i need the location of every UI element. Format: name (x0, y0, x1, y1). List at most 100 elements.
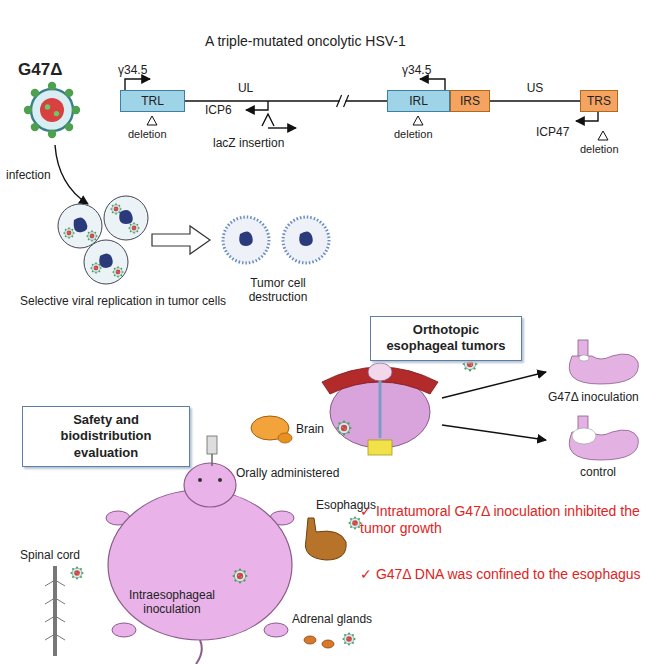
adrenal-glands (304, 636, 334, 648)
deletion-triangle (598, 131, 608, 140)
virus-icon (336, 420, 351, 435)
label: G47Δ (18, 60, 62, 80)
node-text: Safety and biodistribution evaluation (61, 412, 152, 460)
infection-arrow (55, 145, 88, 204)
destroyed-cells (299, 231, 313, 246)
branch-arrows (442, 425, 546, 440)
label: deletion (394, 128, 433, 141)
tumor-cells (128, 222, 139, 233)
label: Orally administered (236, 466, 339, 480)
tumor-cells (104, 196, 148, 240)
virus-icon (342, 632, 355, 645)
region-label: UL (238, 81, 253, 95)
genome-segment: TRL (120, 90, 185, 112)
label: infection (6, 168, 51, 182)
deletion-triangle (413, 116, 423, 125)
branch-arrows (442, 372, 546, 398)
label: ICP47 (536, 125, 569, 139)
destroyed-cells (239, 231, 253, 246)
mouse-body (218, 478, 222, 482)
node-text: TRS (587, 94, 611, 108)
gene-arrows (125, 79, 150, 90)
gene-arrows (268, 127, 296, 128)
spinal-cord (45, 566, 65, 656)
orthotopic-mouse (368, 440, 392, 455)
virus-icon (336, 420, 351, 435)
esophagus-icon (305, 518, 346, 560)
tumor-cells (84, 240, 128, 284)
mouse-body (264, 623, 288, 637)
node-text: IRL (409, 94, 428, 108)
label: ICP6 (205, 103, 232, 117)
tumor-cells (99, 253, 113, 268)
finding-text: ✓ Intratumoral G47Δ inoculation inhibite… (360, 503, 650, 537)
tumor-cells (110, 203, 121, 214)
gene-arrows (576, 112, 598, 121)
virus-icon (348, 516, 361, 529)
tumor-cells (112, 266, 123, 277)
genome-segment: IRS (450, 90, 490, 112)
virus-icon (24, 82, 80, 138)
virus-icon (70, 566, 83, 579)
label: γ34.5 (402, 63, 431, 77)
mouse-body (196, 640, 202, 664)
tumor-cells (119, 210, 133, 224)
tumor-cells (58, 196, 148, 284)
genome-segment: TRS (580, 90, 618, 112)
stomach-control (569, 416, 638, 460)
gene-arrows (246, 101, 268, 110)
mouse-body (184, 463, 236, 507)
brain-icon (278, 433, 292, 443)
mouse-body (198, 478, 202, 482)
virus-icon (342, 632, 355, 645)
adrenal-glands (322, 640, 334, 648)
hollow-arrow (152, 226, 210, 254)
syringe (207, 436, 217, 454)
label: Selective viral replication in tumor cel… (20, 294, 260, 308)
infection-arrow (55, 145, 88, 204)
label: lacZ insertion (213, 136, 284, 150)
stomach-treated (569, 340, 638, 384)
node-text: TRL (141, 94, 164, 108)
stomach-treated (579, 355, 589, 361)
destroyed-cells (223, 217, 329, 263)
adrenal-glands (304, 636, 316, 644)
deletion-triangle (147, 116, 157, 125)
label: Adrenal glands (292, 612, 372, 626)
label: deletion (128, 128, 167, 141)
node-text: Orthotopic esophageal tumors (386, 322, 505, 353)
tumor-cells (58, 204, 102, 248)
virus-icon (232, 568, 247, 583)
orthotopic-mouse (368, 363, 392, 381)
stomach-treated (569, 354, 638, 384)
label: G47Δ inoculation (548, 390, 639, 404)
syringe (207, 436, 217, 466)
spinal-cord (53, 566, 57, 656)
virus-icon (24, 82, 80, 138)
brain-icon (251, 416, 292, 443)
label: Intraesophageal inoculation (124, 588, 220, 617)
virus-icon (70, 566, 83, 579)
virus-icon (348, 516, 361, 529)
syringe (211, 454, 213, 466)
section-box: Safety and biodistribution evaluation (22, 406, 190, 467)
esophagus-icon (305, 518, 346, 560)
mouse-body (108, 490, 292, 640)
orthotopic-mouse (322, 363, 438, 455)
mouse-body (106, 463, 294, 664)
label: deletion (580, 143, 619, 156)
label: Spinal cord (20, 548, 80, 562)
tumor-cells (74, 217, 88, 232)
mouse-body (112, 623, 136, 637)
tumor-cells (86, 230, 97, 241)
genome-line (185, 100, 387, 102)
virus-icon (232, 568, 247, 583)
branch-arrows (442, 372, 546, 440)
label: A triple-mutated oncolytic HSV-1 (205, 33, 406, 50)
label: Tumor cell destruction (232, 276, 324, 305)
node-text: IRS (460, 94, 480, 108)
destroyed-cells (283, 217, 329, 263)
